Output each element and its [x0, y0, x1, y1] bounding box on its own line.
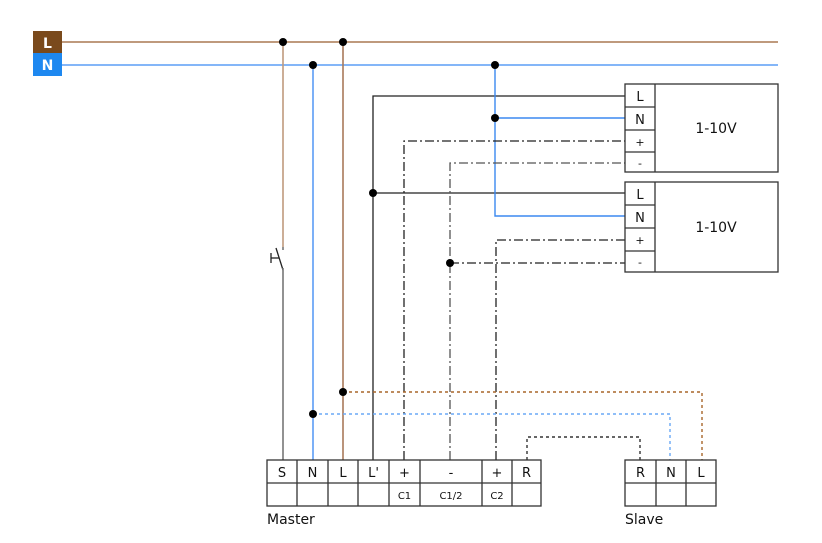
driver-1 [624, 83, 779, 173]
master-terminal-c2-plus: + [492, 466, 503, 481]
c2-plus-wire [495, 239, 625, 460]
slave-terminal-block [624, 459, 717, 507]
slave-r-wire [526, 436, 641, 460]
master-terminal-l: L [339, 466, 347, 481]
slave-neutral-wire [313, 413, 671, 460]
slave-terminal-r: R [636, 466, 645, 481]
driver-1-terminal-n: N [635, 113, 645, 128]
driver-1-terminal-plus: + [635, 136, 644, 149]
live-bus-label-box [33, 31, 62, 53]
master-terminal-s: S [278, 466, 286, 481]
driver-1-label: 1-10V [695, 121, 737, 137]
neutral-bus-label: N [42, 58, 54, 74]
switch-icon [275, 247, 284, 271]
slave-label: Slave [625, 512, 663, 528]
driver-2-terminal-l: L [636, 188, 644, 203]
switched-live-wire [372, 95, 625, 460]
master-sublabel-c2: C2 [490, 491, 503, 502]
switch-wire [270, 42, 284, 460]
master-terminal-l-prime: L' [368, 466, 379, 481]
master-sublabel-c1: C1 [398, 491, 411, 502]
slave-terminal-l: L [697, 466, 705, 481]
master-sublabel-c12: C1/2 [439, 491, 462, 502]
driver-2 [624, 181, 779, 273]
master-terminal-minus: - [449, 466, 454, 481]
c1-plus-wire [403, 140, 625, 460]
c12-minus-wire [449, 162, 625, 460]
master-terminal-n: N [308, 466, 318, 481]
master-terminal-block [266, 459, 542, 507]
slave-live-wire [343, 391, 703, 460]
driver-2-terminal-plus: + [635, 234, 644, 247]
control-wires [403, 140, 625, 460]
master-terminal-r: R [522, 466, 531, 481]
driver-2-terminal-n: N [635, 211, 645, 226]
driver-2-label: 1-10V [695, 220, 737, 236]
driver-1-terminal-minus: - [638, 157, 642, 170]
junction-dots [279, 38, 499, 418]
driver-2-terminal-minus: - [638, 256, 642, 269]
driver-1-terminal-l: L [636, 90, 644, 105]
slave-terminal-n: N [666, 466, 676, 481]
live-bus-label: L [43, 36, 52, 52]
neutral-bus-label-box [33, 53, 62, 76]
master-label: Master [267, 512, 315, 528]
master-terminal-c1-plus: + [399, 466, 410, 481]
